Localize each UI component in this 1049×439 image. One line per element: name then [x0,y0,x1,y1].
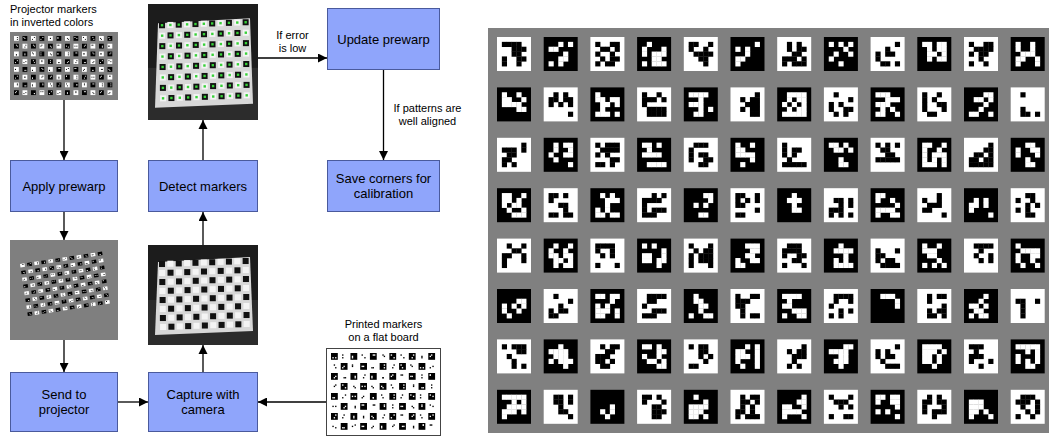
flow-arrow [258,401,326,402]
captured-photo-image [148,245,258,345]
box-label: Detect markers [159,179,247,194]
image-caption: Printed markers on a flat board [341,318,427,344]
projector-marker-image [10,32,118,100]
box-label: Save corners for calibration [334,171,433,201]
image-panel: Projector markers in inverted colors [10,3,118,100]
process-box: Save corners for calibration [327,160,440,212]
arrowhead [199,120,208,129]
edge-label: If patterns are well aligned [390,102,466,128]
process-box: Update prewarp [327,8,440,70]
flow-arrow [118,401,148,402]
arrowhead [60,231,69,240]
box-label: Apply prewarp [22,179,105,194]
process-box: Send to projector [10,372,118,432]
image-area [10,32,118,100]
process-box: Detect markers [148,160,258,212]
arrowhead [199,345,208,354]
image-panel: Printed markers on a flat board [326,318,441,436]
process-box: Capture with camera [148,372,258,432]
marker-pattern-image [488,28,1049,433]
box-label: Update prewarp [337,32,430,47]
box-label: Capture with camera [155,387,251,417]
prewarped-marker-image [10,240,118,340]
process-box: Apply prewarp [10,160,118,212]
flow-arrow [63,100,64,160]
flow-arrow [383,70,384,160]
image-area [326,348,441,436]
image-caption: Projector markers in inverted colors [10,3,102,29]
box-label: Send to projector [17,387,111,417]
detected-markers-image [148,4,258,120]
edge-label: If error is low [273,29,313,55]
printed-board-image [327,349,441,436]
